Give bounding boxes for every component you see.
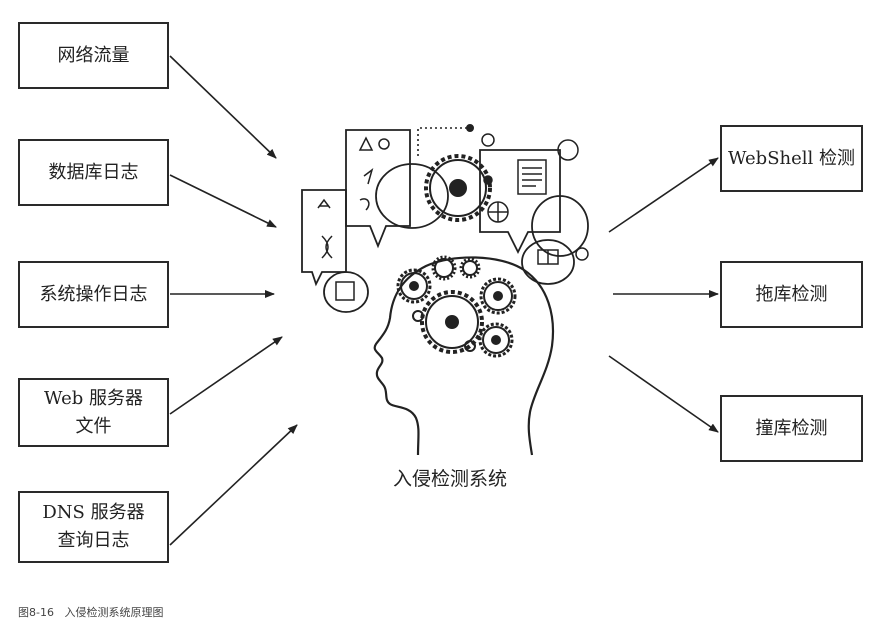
- arrow-credential-stuffing: [608, 355, 719, 433]
- output-webshell-detection: WebShell 检测: [720, 125, 863, 192]
- arrow-webshell: [608, 157, 719, 233]
- arrow-database-log: [169, 174, 277, 228]
- input-network-traffic: 网络流量: [18, 22, 169, 89]
- input-web-server-files: Web 服务器 文件: [18, 378, 169, 447]
- arrow-dns-log: [169, 424, 298, 546]
- input-arrows: [169, 55, 298, 546]
- intrusion-detection-system-label: 入侵检测系统: [392, 468, 507, 490]
- figure-caption: 图8-16 入侵检测系统原理图: [18, 606, 164, 619]
- output-data-dump-detection: 拖库检测: [720, 261, 863, 328]
- input-dns-server-query-log: DNS 服务器 查询日志: [18, 491, 169, 563]
- output-arrows: [608, 157, 719, 433]
- head-with-gears-icon: [301, 124, 589, 456]
- input-system-operation-log: 系统操作日志: [18, 261, 169, 328]
- arrow-network-traffic: [169, 55, 277, 159]
- arrow-web-files: [169, 336, 283, 415]
- output-credential-stuffing-detection: 撞库检测: [720, 395, 863, 462]
- input-database-log: 数据库日志: [18, 139, 169, 206]
